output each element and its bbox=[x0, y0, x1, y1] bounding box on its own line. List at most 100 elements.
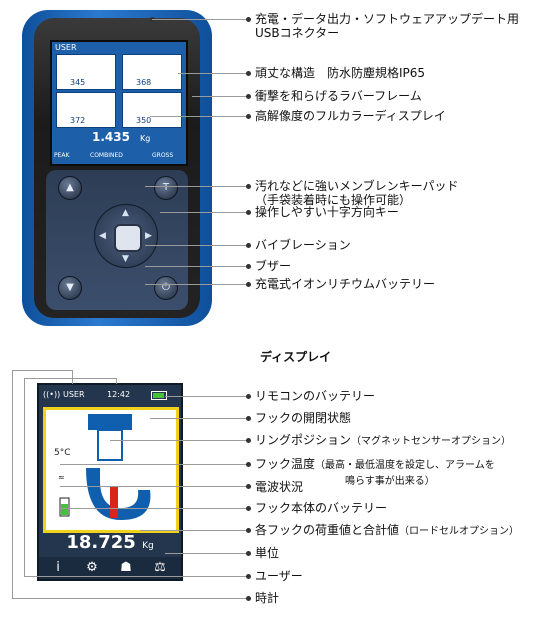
leader-dot bbox=[246, 94, 251, 99]
leader-vertical bbox=[116, 378, 117, 384]
leader-dot bbox=[246, 394, 251, 399]
leader-dot bbox=[246, 71, 251, 76]
annotation-unit: 単位 bbox=[255, 546, 280, 560]
annotation-usb: 充電・データ出力・ソフトウェアアップデート用 USBコネクター bbox=[255, 12, 519, 40]
annotation-ring-position-label: リングポジション bbox=[255, 433, 352, 447]
annotation-usb-line2: USBコネクター bbox=[255, 26, 340, 40]
leader-line bbox=[145, 186, 247, 187]
leader-dot bbox=[246, 17, 251, 22]
annotation-hook-temperature-label: フック温度 bbox=[255, 457, 316, 471]
annotation-signal: 電波状況 bbox=[255, 480, 304, 494]
leader-dot bbox=[246, 438, 251, 443]
annotation-load-values-note: （ロードセルオプション） bbox=[399, 526, 520, 537]
power-key: ⏻ bbox=[154, 276, 178, 300]
hook-shank bbox=[97, 429, 123, 461]
annotation-keypad: 汚れなどに強いメンブレンキーパッド （手袋装着時にも操作可能） bbox=[255, 179, 459, 207]
annotation-buzzer: ブザー bbox=[255, 259, 292, 273]
leader-dot bbox=[246, 551, 251, 556]
leader-line bbox=[24, 576, 247, 577]
display-section-title: ディスプレイ bbox=[260, 350, 332, 364]
annotation-rubber-frame: 衝撃を和らげるラバーフレーム bbox=[255, 89, 422, 103]
dpad-up-icon: ▲ bbox=[122, 208, 129, 218]
load-value-box: 18.725 Kg bbox=[39, 532, 181, 554]
leader-line bbox=[60, 486, 247, 487]
display-bottom-bar: i ⚙ ☗ ⚖ bbox=[39, 557, 181, 579]
hook-status-panel: ≈ 5°C bbox=[43, 407, 179, 533]
leader-line bbox=[192, 96, 247, 97]
total-unit: Kg bbox=[140, 134, 151, 143]
info-icon: i bbox=[56, 560, 60, 575]
annotation-display: 高解像度のフルカラーディスプレイ bbox=[255, 109, 446, 123]
signal-waves-icon: ≈ bbox=[58, 473, 65, 482]
hook-value-1: 345 bbox=[70, 78, 86, 87]
leader-line bbox=[165, 396, 247, 397]
leader-line bbox=[12, 598, 247, 599]
ring-position-icon bbox=[110, 486, 118, 518]
hook-top-block bbox=[88, 414, 132, 430]
user-icon: ☗ bbox=[120, 560, 132, 575]
membrane-keypad: ▲ T ▼ ⏻ ▲ ▼ ◀ ▶ bbox=[46, 170, 188, 310]
hook-cell-4 bbox=[122, 92, 182, 128]
leader-line bbox=[160, 212, 247, 213]
remote-battery-icon bbox=[151, 391, 167, 400]
annotation-hook-open-close: フックの開閉状態 bbox=[255, 411, 352, 425]
annotation-battery: 充電式イオンリチウムバッテリー bbox=[255, 277, 436, 291]
annotation-keypad-line1: 汚れなどに強いメンブレンキーパッド bbox=[255, 179, 459, 193]
leader-dot bbox=[246, 574, 251, 579]
hook-battery-level bbox=[61, 504, 68, 515]
display-user-label: USER bbox=[63, 390, 85, 399]
display-diagram: ((•)) USER 12:42 ≈ 5°C 18.725 Kg i ⚙ ☗ ⚖ bbox=[37, 383, 183, 581]
display-clock: 12:42 bbox=[107, 390, 131, 399]
leader-line bbox=[165, 553, 247, 554]
hook-value-3: 372 bbox=[70, 116, 86, 125]
leader-line bbox=[145, 284, 247, 285]
leader-vertical bbox=[72, 370, 73, 384]
annotation-load-values-label: 各フックの荷重値と合計値 bbox=[255, 523, 400, 537]
leader-dot bbox=[246, 596, 251, 601]
up-key: ▲ bbox=[58, 176, 82, 200]
leader-line bbox=[152, 19, 247, 20]
signal-icon: ((•)) bbox=[43, 390, 61, 399]
hook-graphic: ≈ bbox=[58, 414, 151, 520]
settings-icon: ⚙ bbox=[86, 560, 98, 575]
annotation-usb-line1: 充電・データ出力・ソフトウェアアップデート用 bbox=[255, 12, 520, 26]
leader-dot bbox=[246, 528, 251, 533]
hook-cell-1 bbox=[56, 54, 116, 90]
leader-line bbox=[110, 440, 247, 441]
hook-battery-icon bbox=[59, 497, 70, 517]
cross-direction-key: ▲ ▼ ◀ ▶ bbox=[94, 204, 158, 268]
leader-dot bbox=[246, 184, 251, 189]
leader-line bbox=[145, 266, 247, 267]
leader-dot bbox=[246, 462, 251, 467]
annotation-hook-temperature-note2: 鳴らす事が出来る） bbox=[345, 476, 435, 487]
leader-dot bbox=[246, 282, 251, 287]
remote-control-device: USER 345 368 372 350 1.435 Kg PEAK COMBI… bbox=[22, 10, 212, 326]
leader-vertical bbox=[24, 378, 25, 576]
leader-dot bbox=[246, 484, 251, 489]
leader-line bbox=[12, 370, 72, 371]
load-value: 18.725 bbox=[66, 532, 136, 553]
hook-body bbox=[86, 468, 151, 520]
leader-dot bbox=[246, 210, 251, 215]
hook-value-4: 350 bbox=[136, 116, 152, 125]
annotation-ip65: 頑丈な構造 防水防塵規格IP65 bbox=[255, 66, 426, 80]
tab-peak: PEAK bbox=[54, 152, 70, 159]
annotation-cross-key: 操作しやすい十字方向キー bbox=[255, 205, 399, 219]
tab-gross: GROSS bbox=[152, 152, 174, 159]
load-unit: Kg bbox=[142, 541, 154, 551]
dpad-right-icon: ▶ bbox=[145, 231, 152, 241]
t-key: T bbox=[154, 176, 178, 200]
annotation-hook-temperature: フック温度（最高・最低温度を設定し、アラームを 鳴らす事が出来る） bbox=[255, 457, 495, 489]
annotation-hook-temperature-note: （最高・最低温度を設定し、アラームを bbox=[315, 460, 495, 471]
device-screen: USER 345 368 372 350 1.435 Kg PEAK COMBI… bbox=[50, 40, 188, 166]
annotation-vibration: バイブレーション bbox=[255, 238, 351, 252]
leader-line bbox=[60, 508, 247, 509]
leader-dot bbox=[246, 416, 251, 421]
dpad-down-icon: ▼ bbox=[122, 254, 129, 264]
dpad-left-icon: ◀ bbox=[99, 231, 106, 241]
leader-dot bbox=[246, 243, 251, 248]
annotation-remote-battery: リモコンのバッテリー bbox=[255, 389, 376, 403]
annotation-keypad-line2: （手袋装着時にも操作可能） bbox=[255, 193, 412, 207]
hook-value-2: 368 bbox=[136, 78, 152, 87]
total-value: 1.435 bbox=[92, 130, 130, 144]
